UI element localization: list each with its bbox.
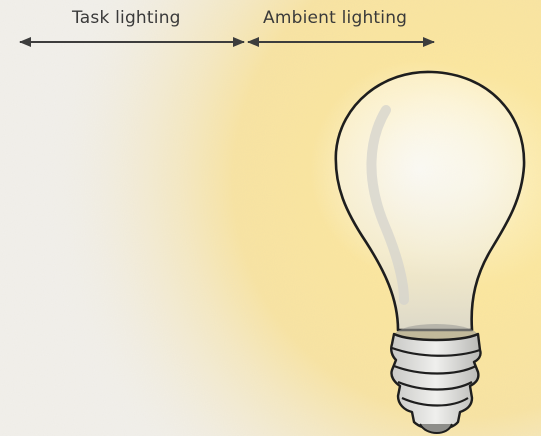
task-lighting-label: Task lighting	[72, 8, 181, 28]
ambient-lighting-label: Ambient lighting	[263, 8, 407, 28]
